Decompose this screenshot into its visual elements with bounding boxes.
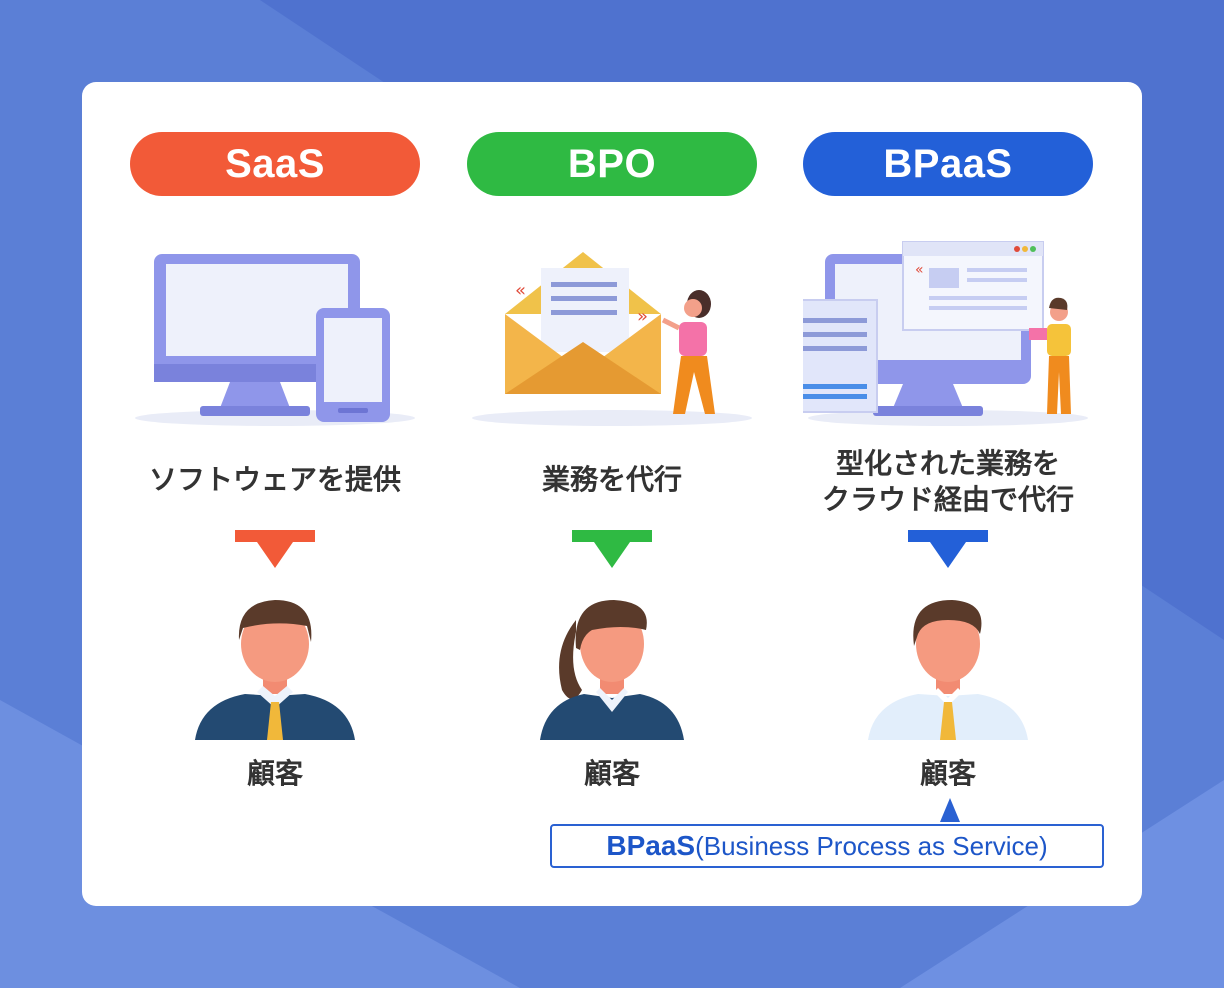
- cloud-workflow-man-icon: «: [803, 241, 1088, 426]
- bpaas-label: BPaaS: [803, 132, 1093, 196]
- callout-expansion: (Business Process as Service): [695, 830, 1048, 861]
- bpaas-description-line-1: 型化された業務を: [835, 447, 1060, 480]
- arrow-down-icon: [572, 530, 652, 568]
- diagram-card: SaaS ソフトウェアを提供 顧客 BPO: [82, 82, 1142, 906]
- bpaas-description-line-2: クラウド経由で代行: [821, 483, 1074, 516]
- arrow-down-icon: [908, 530, 988, 568]
- bpo-customer-label: 顧客: [583, 757, 640, 790]
- bpaas-customer-label: 顧客: [919, 757, 976, 790]
- computer-and-phone-icon: [135, 254, 415, 426]
- saas-label: SaaS: [130, 132, 420, 196]
- callout-term: BPaaS: [606, 830, 696, 861]
- bpo-label: BPO: [467, 132, 757, 196]
- businessman-icon: [195, 600, 355, 740]
- svg-text:«: «: [915, 262, 924, 278]
- saas-customer-label: 顧客: [246, 757, 303, 790]
- businesswoman-icon: [540, 600, 684, 740]
- bpaas-definition-callout: BPaaS(Business Process as Service): [550, 824, 1104, 868]
- saas-column: SaaS ソフトウェアを提供 顧客: [130, 82, 420, 906]
- callout-pointer: [940, 798, 960, 822]
- bpo-description: 業務を代行: [541, 463, 682, 496]
- bpaas-column: BPaaS «: [803, 82, 1093, 906]
- envelope-and-woman-icon: « »: [472, 252, 752, 426]
- bpo-column: BPO « » 業務を代行: [467, 82, 757, 906]
- arrow-down-icon: [235, 530, 315, 568]
- svg-text:»: »: [637, 306, 648, 327]
- saas-description: ソフトウェアを提供: [148, 463, 401, 496]
- svg-text:«: «: [515, 280, 526, 301]
- man-white-shirt-icon: [868, 600, 1028, 740]
- bpaas-description: 型化された業務を クラウド経由で代行: [783, 446, 1113, 518]
